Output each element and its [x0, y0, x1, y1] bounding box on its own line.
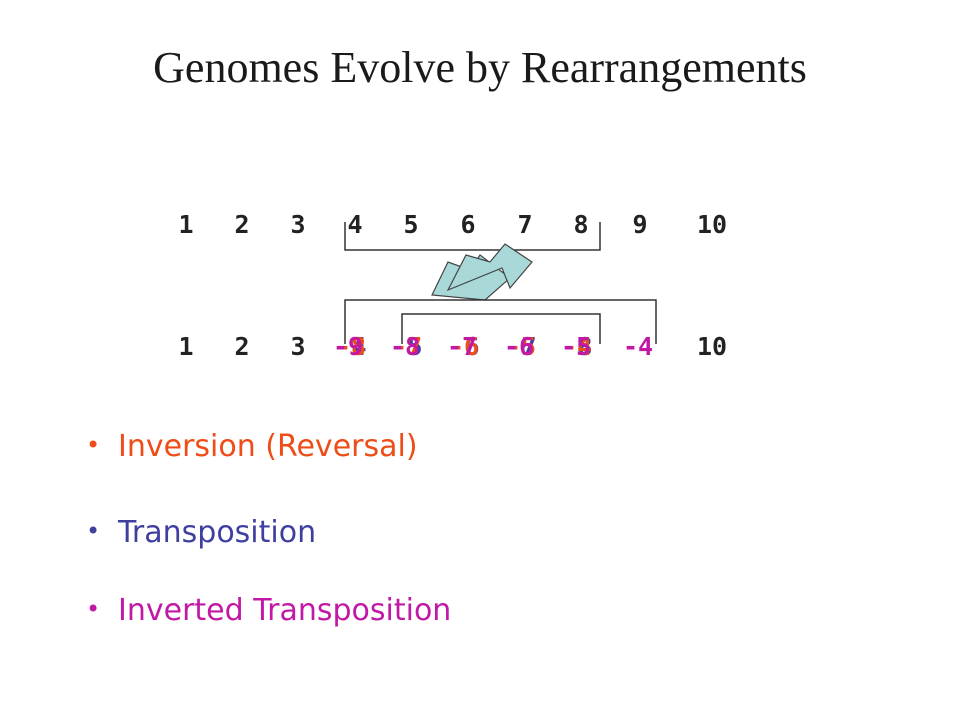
- genome-gene-fixed: 10: [697, 332, 727, 361]
- original-genome-row: 1 2 3 4 5 6 7 8 9 10: [178, 210, 727, 239]
- genome-gene: 6: [460, 210, 475, 239]
- genome-gene-inverted-transposition: -7: [447, 332, 477, 361]
- bullet-dot-icon: •: [86, 431, 101, 459]
- genome-gene: 5: [403, 210, 418, 239]
- genome-gene: 4: [347, 210, 362, 239]
- top-segment-bracket: [344, 222, 601, 251]
- genome-gene-inversion: -4: [562, 332, 592, 361]
- genome-gene-fixed: 2: [234, 332, 249, 361]
- slide-title: Genomes Evolve by Rearrangements: [153, 43, 807, 92]
- genome-gene-inverted-transposition: -4: [623, 332, 653, 361]
- genome-gene-inverted-transposition: -5: [561, 332, 591, 361]
- bullet-inversion: • Inversion (Reversal): [86, 432, 418, 462]
- genome-gene: 1: [178, 210, 193, 239]
- inner-segment-bracket: [401, 313, 601, 344]
- genome-gene-inverted-transposition: -6: [504, 332, 534, 361]
- genome-gene: 9: [632, 210, 647, 239]
- genome-gene-fixed: 1: [178, 332, 193, 361]
- genome-gene-transposition: 5: [407, 332, 422, 361]
- bullet-label: Inversion (Reversal): [118, 429, 418, 464]
- outer-segment-bracket: [344, 299, 657, 344]
- genome-gene-inverted-transposition: -9: [333, 332, 363, 361]
- genome-gene-transposition: 7: [521, 332, 536, 361]
- genome-gene-inversion: -8: [336, 332, 366, 361]
- genome-gene-transposition: 6: [464, 332, 479, 361]
- genome-gene-transposition: 8: [577, 332, 592, 361]
- bullet-dot-icon: •: [86, 595, 101, 623]
- bullet-inverted-transposition: • Inverted Transposition: [86, 596, 451, 626]
- genome-gene-inversion: -6: [449, 332, 479, 361]
- genome-gene: 7: [517, 210, 532, 239]
- genome-gene-inverted-transposition: -8: [390, 332, 420, 361]
- genome-gene-transposition: 4: [351, 332, 366, 361]
- curved-arrow-icon: [431, 243, 533, 301]
- bullet-dot-icon: •: [86, 517, 101, 545]
- bullet-label: Inverted Transposition: [118, 593, 452, 628]
- genome-gene: 8: [573, 210, 588, 239]
- genome-gene: 10: [697, 210, 727, 239]
- genome-gene: 3: [290, 210, 305, 239]
- bullet-transposition: • Transposition: [86, 518, 316, 548]
- bullet-label: Transposition: [118, 515, 317, 550]
- genome-gene: 2: [234, 210, 249, 239]
- genome-gene-fixed: 3: [290, 332, 305, 361]
- genome-gene-inversion: -5: [506, 332, 536, 361]
- genome-gene-inversion: -7: [392, 332, 422, 361]
